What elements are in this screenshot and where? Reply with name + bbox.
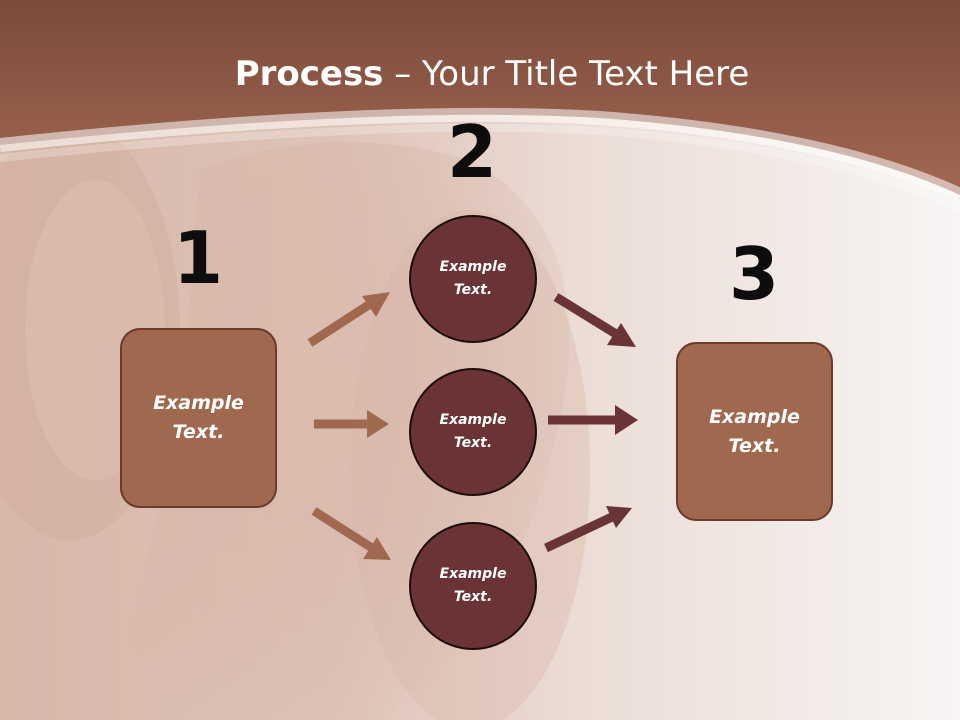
arrow-1-to-top	[307, 292, 390, 347]
arrow-bottom-to-3	[544, 506, 632, 553]
step-number-1: 1	[172, 216, 224, 300]
step-2-circle-top: Example Text.	[409, 215, 537, 343]
step-2-label-bottom: Example Text.	[439, 566, 507, 605]
arrow-middle-to-3	[548, 405, 638, 435]
step-1-label: Example Text.	[153, 392, 244, 443]
step-2-circle-middle: Example Text.	[409, 368, 537, 496]
arrow-1-to-middle	[314, 410, 389, 438]
step-2-label-top: Example Text.	[439, 259, 507, 298]
arrow-top-to-3	[553, 293, 636, 347]
step-number-2: 2	[446, 110, 498, 194]
step-number-3: 3	[728, 232, 780, 316]
step-2-circle-bottom: Example Text.	[409, 522, 537, 650]
step-3-box: Example Text.	[676, 342, 833, 521]
step-1-box: Example Text.	[120, 328, 277, 508]
title-rest: – Your Title Text Here	[383, 54, 750, 94]
arrow-1-to-bottom	[311, 507, 391, 560]
step-2-label-middle: Example Text.	[439, 412, 507, 451]
title-bold: Process	[234, 54, 384, 94]
step-3-label: Example Text.	[709, 405, 800, 457]
slide-title: Process – Your Title Text Here	[0, 52, 960, 96]
